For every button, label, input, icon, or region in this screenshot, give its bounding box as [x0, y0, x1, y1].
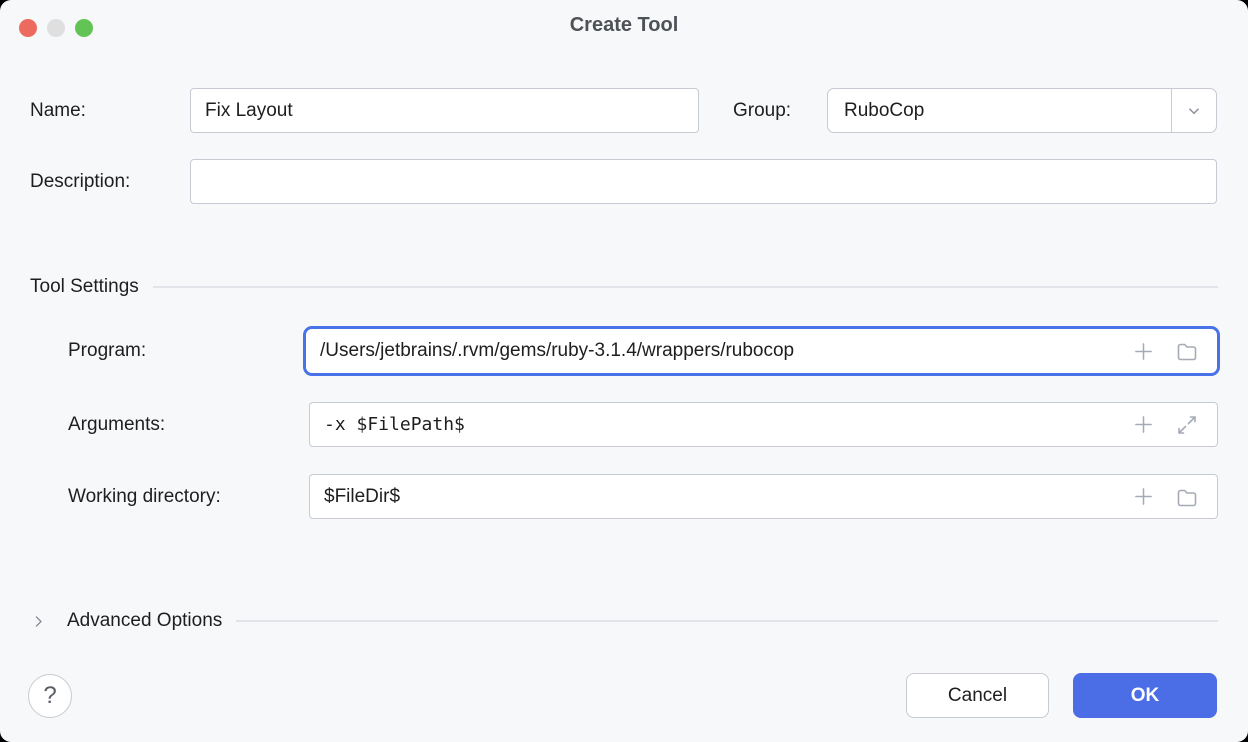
description-label: Description:: [30, 170, 131, 192]
program-field-icons: [1132, 339, 1217, 363]
zoom-button[interactable]: [75, 19, 93, 37]
arguments-field-icons: [1132, 413, 1217, 437]
plus-icon[interactable]: [1132, 413, 1155, 436]
name-input[interactable]: [191, 89, 698, 132]
dialog-title: Create Tool: [569, 14, 679, 36]
ok-button[interactable]: OK: [1073, 673, 1217, 718]
help-button[interactable]: ?: [28, 674, 72, 718]
tool-settings-section: Tool Settings: [30, 273, 1218, 301]
plus-icon[interactable]: [1132, 485, 1155, 508]
group-row: Group:: [733, 88, 791, 133]
help-icon: ?: [43, 682, 57, 709]
expand-icon[interactable]: [1175, 413, 1199, 437]
description-input[interactable]: [191, 160, 1216, 203]
working-directory-label: Working directory:: [68, 485, 221, 507]
tool-settings-header: Tool Settings: [30, 276, 139, 297]
ok-button-label: OK: [1130, 684, 1160, 706]
folder-icon[interactable]: [1175, 339, 1199, 363]
cancel-button-label: Cancel: [947, 684, 1008, 706]
name-field-wrapper: [190, 88, 699, 133]
description-row: Description:: [30, 159, 130, 204]
group-selected-value: RuboCop: [844, 99, 925, 121]
working-directory-row: Working directory:: [68, 474, 221, 519]
section-divider: [152, 286, 1218, 288]
name-label: Name:: [30, 99, 86, 121]
cancel-button[interactable]: Cancel: [906, 673, 1049, 718]
group-combobox[interactable]: RuboCop: [827, 88, 1217, 133]
advanced-options-section[interactable]: Advanced Options: [30, 607, 1218, 635]
program-value[interactable]: /Users/jetbrains/.rvm/gems/ruby-3.1.4/wr…: [320, 340, 795, 361]
program-label: Program:: [68, 340, 147, 361]
program-field[interactable]: /Users/jetbrains/.rvm/gems/ruby-3.1.4/wr…: [303, 326, 1220, 376]
close-button[interactable]: [19, 19, 37, 37]
group-label: Group:: [733, 99, 792, 121]
program-row: Program:: [68, 326, 146, 376]
plus-icon[interactable]: [1132, 340, 1155, 363]
arguments-row: Arguments:: [68, 402, 165, 447]
arguments-label: Arguments:: [68, 413, 166, 435]
working-directory-field-icons: [1132, 485, 1217, 509]
chevron-down-icon[interactable]: [1171, 89, 1216, 132]
arguments-value[interactable]: -x $FilePath$: [324, 414, 465, 435]
name-row: Name:: [30, 88, 86, 133]
working-directory-field[interactable]: $FileDir$: [309, 474, 1218, 519]
advanced-options-header[interactable]: Advanced Options: [67, 610, 223, 631]
folder-icon[interactable]: [1175, 485, 1199, 509]
chevron-right-icon[interactable]: [30, 613, 47, 630]
arguments-field[interactable]: -x $FilePath$: [309, 402, 1218, 447]
description-field-wrapper: [190, 159, 1217, 204]
titlebar: Create Tool: [0, 0, 1248, 56]
section-divider: [236, 620, 1218, 622]
working-directory-value[interactable]: $FileDir$: [324, 485, 401, 507]
minimize-button: [47, 19, 65, 37]
